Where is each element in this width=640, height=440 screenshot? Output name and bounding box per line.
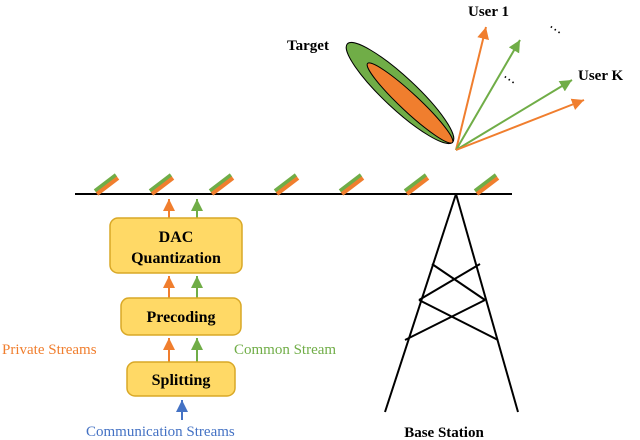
user1-label: User 1: [468, 4, 509, 20]
target-label: Target: [287, 38, 329, 54]
antenna-element: [273, 173, 300, 196]
precoding-label: Precoding: [146, 309, 215, 326]
splitting-box: [126, 361, 236, 397]
base-station-label: Base Station: [404, 425, 484, 440]
dac-label-line1: DAC: [159, 229, 194, 246]
antenna-element: [93, 173, 120, 196]
antenna-element: [473, 173, 500, 196]
communication-streams-label: Communication Streams: [86, 424, 235, 440]
userK-label: User K: [578, 68, 623, 84]
private-streams-label: Private Streams: [2, 342, 97, 358]
dac-label-line2: Quantization: [131, 250, 221, 267]
beam-userK-orange: [455, 98, 585, 151]
splitting-label: Splitting: [152, 372, 211, 389]
target-beam: [345, 42, 455, 144]
antenna-element: [148, 173, 175, 196]
beam-user1-green: [455, 39, 521, 151]
dac-quantization-box: [109, 217, 243, 274]
common-stream-label: Common Stream: [234, 342, 336, 358]
antenna-array: [93, 173, 500, 196]
beam-userK-green: [455, 79, 573, 151]
antenna-element: [403, 173, 430, 196]
user-beams: [455, 26, 585, 151]
precoding-box: [120, 297, 242, 336]
antenna-element: [338, 173, 365, 196]
antenna-element: [208, 173, 235, 196]
ellipsis-upper: ⋯: [545, 20, 565, 40]
target-beam-inner-lobe: [366, 62, 454, 144]
beam-user1-orange: [455, 26, 489, 151]
base-station-tower: [384, 193, 519, 413]
